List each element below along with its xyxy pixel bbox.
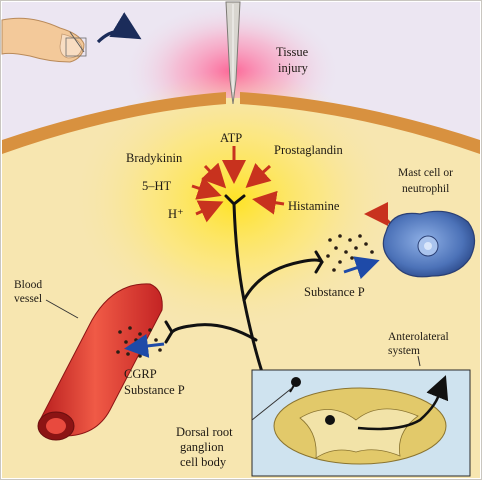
label-bradykinin: Bradykinin [126,151,183,165]
label-h-plus: H⁺ [168,207,184,221]
mast-cell [383,211,474,276]
label-5ht: 5–HT [142,179,172,193]
label-substance-p: Substance P [304,285,365,299]
label-histamine: Histamine [288,199,340,213]
label-blood-vessel-line2: vessel [14,293,42,305]
label-atp: ATP [220,131,242,145]
label-mast-cell-line2: neutrophil [402,183,449,195]
label-mast-cell-line1: Mast cell or [398,167,453,179]
label-drg-line3: cell body [180,455,227,469]
label-anterolateral-line2: system [388,345,420,357]
label-drg-line1: Dorsal root [176,425,233,439]
label-blood-vessel-line1: Blood [14,279,42,291]
label-cgrp-substance-p: Substance P [124,383,185,397]
label-anterolateral-line1: Anterolateral [388,331,449,343]
spinal-cord-panel [252,370,470,476]
label-tissue-injury-line1: Tissue [276,45,309,59]
label-cgrp: CGRP [124,367,157,381]
label-prostaglandin: Prostaglandin [274,143,343,157]
label-drg-line2: ganglion [180,440,224,454]
label-tissue-injury-line2: injury [278,61,309,75]
